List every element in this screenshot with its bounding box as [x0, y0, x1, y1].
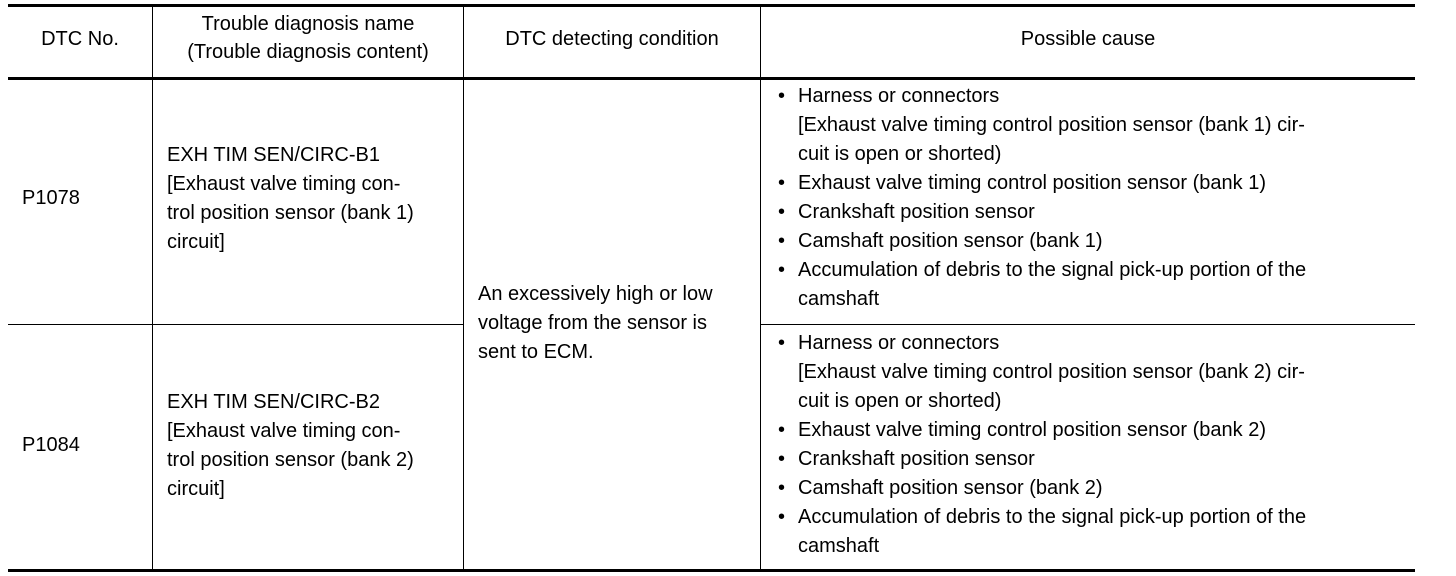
cause-list: • Harness or connectors [Exhaust valve t…: [774, 82, 1414, 314]
cause-item: • Camshaft position sensor (bank 1): [774, 227, 1414, 256]
cause-item: • Accumulation of debris to the signal p…: [774, 503, 1414, 561]
name-line: EXH TIM SEN/CIRC-B1: [167, 144, 380, 166]
cause-text: Camshaft position sensor (bank 2): [798, 477, 1103, 499]
condition-line: An excessively high or low: [478, 283, 713, 305]
row-divider-cause: [760, 324, 1415, 325]
bullet-icon: •: [778, 172, 786, 194]
name-line: [Exhaust valve timing con-: [167, 173, 401, 195]
bullet-icon: •: [778, 230, 786, 252]
dtc-code: P1078: [22, 187, 80, 209]
cause-sub: camshaft: [798, 535, 880, 557]
cause-list: • Harness or connectors [Exhaust valve t…: [774, 329, 1414, 561]
table-bottom-rule: [8, 569, 1415, 572]
header-condition-label: DTC detecting condition: [505, 28, 719, 50]
cause-text: Accumulation of debris to the signal pic…: [798, 259, 1307, 281]
row-2-dtc: P1084: [22, 431, 80, 460]
cause-item: • Crankshaft position sensor: [774, 445, 1414, 474]
bullet-icon: •: [778, 506, 786, 528]
cause-text: Exhaust valve timing control position se…: [798, 419, 1267, 441]
dtc-code: P1084: [22, 434, 80, 456]
bullet-icon: •: [778, 201, 786, 223]
bullet-icon: •: [778, 85, 786, 107]
header-condition: DTC detecting condition: [464, 25, 760, 54]
condition-line: sent to ECM.: [478, 341, 594, 363]
cause-text: Exhaust valve timing control position se…: [798, 172, 1267, 194]
row-1-causes: • Harness or connectors [Exhaust valve t…: [774, 82, 1414, 314]
cause-item: • Exhaust valve timing control position …: [774, 416, 1414, 445]
cause-text: Accumulation of debris to the signal pic…: [798, 506, 1307, 528]
header-cause-label: Possible cause: [1020, 28, 1156, 50]
table-top-rule: [8, 4, 1415, 7]
dtc-table: DTC No. Trouble diagnosis name (Trouble …: [8, 4, 1415, 572]
row-2-name: EXH TIM SEN/CIRC-B2 [Exhaust valve timin…: [167, 388, 457, 504]
cause-text: Harness or connectors: [798, 85, 1000, 107]
bullet-icon: •: [778, 419, 786, 441]
header-name-line1: Trouble diagnosis name: [201, 13, 415, 35]
header-bottom-rule: [8, 77, 1415, 80]
col-divider-3: [760, 4, 761, 572]
name-line: circuit]: [167, 478, 225, 500]
header-cause: Possible cause: [761, 25, 1415, 54]
bullet-icon: •: [778, 332, 786, 354]
cause-sub: camshaft: [798, 288, 880, 310]
name-line: trol position sensor (bank 2): [167, 449, 414, 471]
row-divider: [8, 324, 152, 325]
row-1-dtc: P1078: [22, 184, 80, 213]
cause-text: Harness or connectors: [798, 332, 1000, 354]
row-divider-name: [153, 324, 463, 325]
row-1-name: EXH TIM SEN/CIRC-B1 [Exhaust valve timin…: [167, 141, 457, 257]
shared-condition: An excessively high or low voltage from …: [478, 280, 758, 367]
cause-sub: cuit is open or shorted): [798, 143, 1002, 165]
bullet-icon: •: [778, 477, 786, 499]
cause-item: • Exhaust valve timing control position …: [774, 169, 1414, 198]
bullet-icon: •: [778, 448, 786, 470]
col-divider-2: [463, 4, 464, 572]
cause-item: • Harness or connectors [Exhaust valve t…: [774, 82, 1414, 169]
cause-text: Crankshaft position sensor: [798, 448, 1035, 470]
cause-sub: [Exhaust valve timing control position s…: [798, 114, 1305, 136]
cause-item: • Crankshaft position sensor: [774, 198, 1414, 227]
row-2-causes: • Harness or connectors [Exhaust valve t…: [774, 329, 1414, 561]
bullet-icon: •: [778, 259, 786, 281]
name-line: [Exhaust valve timing con-: [167, 420, 401, 442]
condition-line: voltage from the sensor is: [478, 312, 707, 334]
cause-sub: [Exhaust valve timing control position s…: [798, 361, 1305, 383]
name-line: EXH TIM SEN/CIRC-B2: [167, 391, 380, 413]
cause-text: Crankshaft position sensor: [798, 201, 1035, 223]
header-dtc-no-label: DTC No.: [41, 28, 119, 50]
cause-text: Camshaft position sensor (bank 1): [798, 230, 1103, 252]
cause-item: • Accumulation of debris to the signal p…: [774, 256, 1414, 314]
name-line: trol position sensor (bank 1): [167, 202, 414, 224]
header-dtc-no: DTC No.: [8, 25, 152, 54]
col-divider-1: [152, 4, 153, 572]
cause-item: • Harness or connectors [Exhaust valve t…: [774, 329, 1414, 416]
name-line: circuit]: [167, 231, 225, 253]
header-trouble-name: Trouble diagnosis name (Trouble diagnosi…: [153, 10, 463, 66]
header-name-line2: (Trouble diagnosis content): [187, 41, 429, 63]
cause-item: • Camshaft position sensor (bank 2): [774, 474, 1414, 503]
cause-sub: cuit is open or shorted): [798, 390, 1002, 412]
